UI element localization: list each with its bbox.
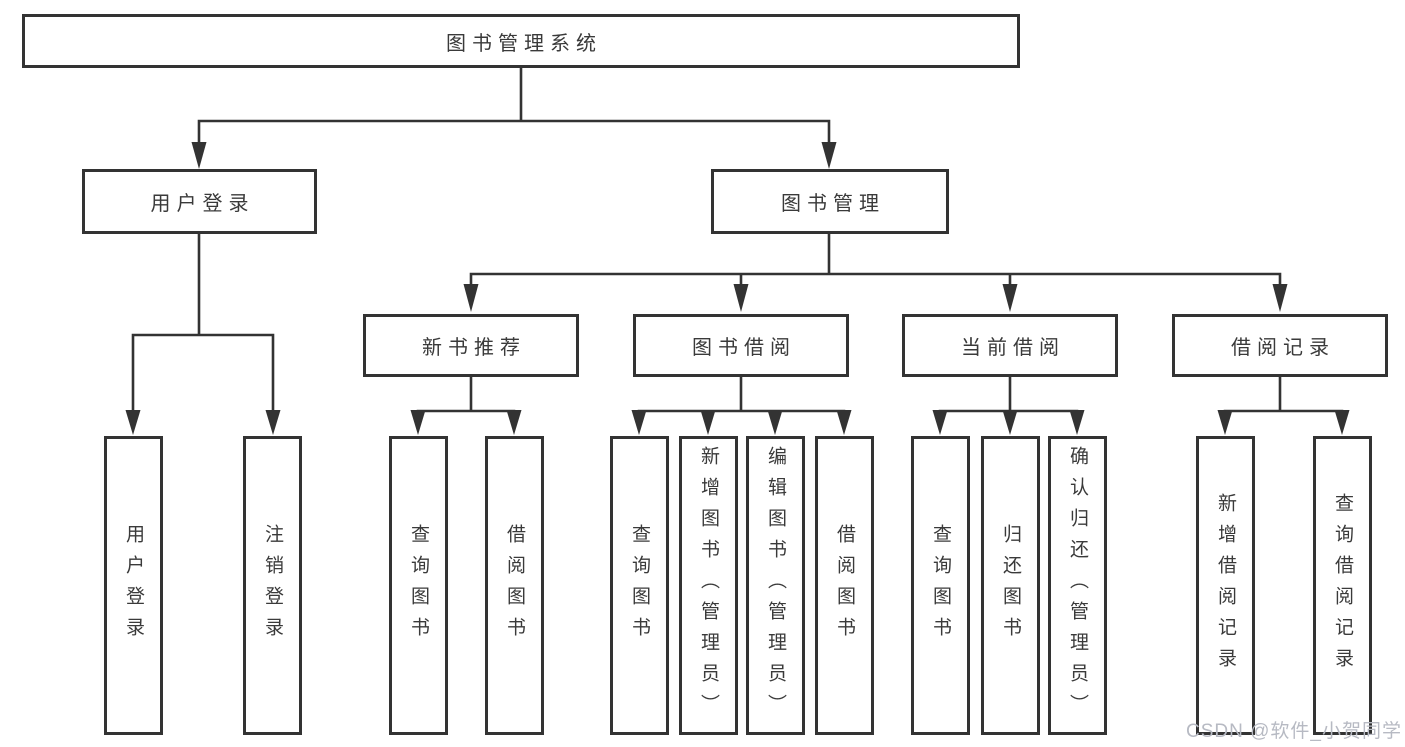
- node-borrowing-records: 借阅记录: [1172, 314, 1388, 377]
- node-current-borrowing: 当前借阅: [902, 314, 1118, 377]
- leaf-borrow-books-recommend: 借阅图书: [485, 436, 544, 735]
- node-user-login: 用户登录: [82, 169, 317, 234]
- node-label: 新书推荐: [422, 337, 526, 359]
- leaf-query-books-recommend: 查询图书: [389, 436, 448, 735]
- leaf-query-books-borrowing: 查询图书: [610, 436, 669, 735]
- csdn-watermark: CSDN @软件_小贺同学: [1186, 721, 1402, 742]
- leaf-user-login: 用户登录: [104, 436, 163, 735]
- leaf-add-books-admin: 新增图书（管理员）: [679, 436, 738, 735]
- node-label: 当前借阅: [961, 337, 1065, 359]
- node-label: 用户登录: [150, 193, 255, 215]
- node-label: 图书借阅: [692, 337, 796, 359]
- leaf-query-borrow-record: 查询借阅记录: [1313, 436, 1372, 735]
- node-library-system-root: 图书管理系统: [22, 14, 1020, 68]
- node-label: 查询图书: [930, 523, 951, 648]
- node-label: 新增借阅记录: [1215, 492, 1236, 679]
- node-label: 用户登录: [123, 523, 144, 648]
- node-label: 确认归还（管理员）: [1067, 446, 1088, 725]
- node-new-book-recommendation: 新书推荐: [363, 314, 579, 377]
- leaf-return-books: 归还图书: [981, 436, 1040, 735]
- node-label: 查询图书: [408, 523, 429, 648]
- node-label: 归还图书: [1000, 523, 1021, 648]
- leaf-add-borrow-record: 新增借阅记录: [1196, 436, 1255, 735]
- node-label: 查询借阅记录: [1332, 492, 1353, 679]
- node-label: 图书管理: [781, 193, 885, 215]
- node-label: 编辑图书（管理员）: [765, 446, 786, 725]
- node-label: 新增图书（管理员）: [698, 446, 719, 725]
- node-label: 图书管理系统: [446, 32, 602, 55]
- leaf-borrow-books-borrowing: 借阅图书: [815, 436, 874, 735]
- node-book-management: 图书管理: [711, 169, 949, 234]
- node-label: 注销登录: [262, 523, 283, 648]
- node-label: 借阅图书: [834, 523, 855, 648]
- node-label: 查询图书: [629, 523, 650, 648]
- leaf-confirm-return-admin: 确认归还（管理员）: [1048, 436, 1107, 735]
- node-label: 借阅图书: [504, 523, 525, 648]
- node-label: 借阅记录: [1231, 337, 1335, 359]
- node-book-borrowing: 图书借阅: [633, 314, 849, 377]
- leaf-query-books-current: 查询图书: [911, 436, 970, 735]
- leaf-logout-login: 注销登录: [243, 436, 302, 735]
- leaf-edit-books-admin: 编辑图书（管理员）: [746, 436, 805, 735]
